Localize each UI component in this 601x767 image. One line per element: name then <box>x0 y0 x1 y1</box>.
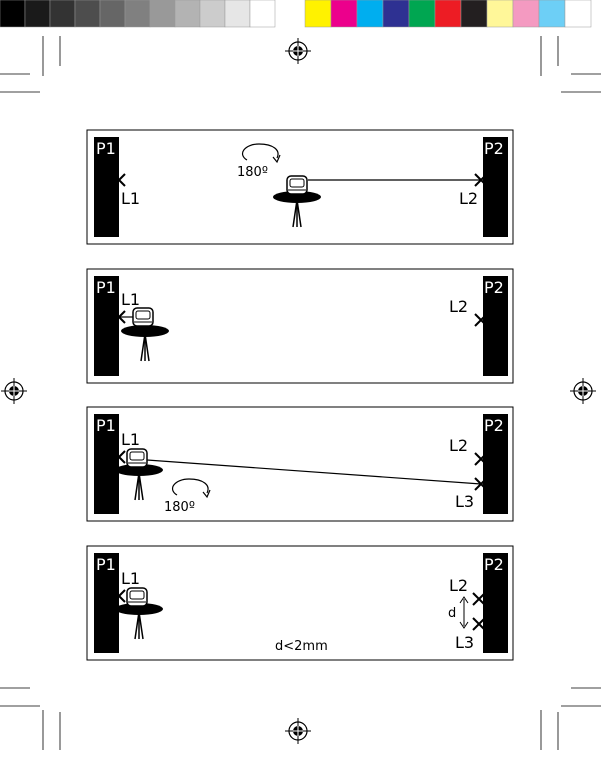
gray-swatch <box>75 0 100 27</box>
grayscale-swatches <box>0 0 275 27</box>
color-swatch <box>383 0 409 27</box>
pillar-p1-label: P1 <box>96 416 116 435</box>
color-swatch <box>539 0 565 27</box>
color-swatch <box>513 0 539 27</box>
mark-l2-label: L2 <box>449 436 468 455</box>
gray-swatch <box>125 0 150 27</box>
registration-mark-icon <box>570 378 596 404</box>
condition-label: d<2mm <box>275 639 328 654</box>
color-swatch <box>565 0 591 27</box>
panel-2: P1 P2 L1 L2 <box>87 269 513 383</box>
gray-swatch <box>200 0 225 27</box>
pillar-p2-label: P2 <box>484 139 504 158</box>
distance-label: d <box>448 606 456 621</box>
panel-3: P1 P2 L1 L2 L3 180º <box>87 407 513 521</box>
mark-l2-label: L2 <box>459 189 478 208</box>
registration-mark-icon <box>1 378 27 404</box>
color-swatch <box>461 0 487 27</box>
color-swatch <box>331 0 357 27</box>
mark-l1-label: L1 <box>121 189 140 208</box>
color-swatches <box>305 0 591 27</box>
mark-l2-label: L2 <box>449 297 468 316</box>
laser-level-icon <box>127 588 147 606</box>
gray-swatch <box>25 0 50 27</box>
gray-swatch <box>250 0 275 27</box>
rotation-label: 180º <box>164 500 195 515</box>
laser-level-icon <box>127 449 147 467</box>
mark-l3-label: L3 <box>455 492 474 511</box>
panel-4: P1 P2 L1 L2 L3 d d<2mm <box>87 546 513 660</box>
mark-l1-label: L1 <box>121 430 140 449</box>
mark-l1-label: L1 <box>121 290 140 309</box>
color-swatch <box>305 0 331 27</box>
pillar-p2-label: P2 <box>484 555 504 574</box>
mark-l2-label: L2 <box>449 576 468 595</box>
pillar-p2-label: P2 <box>484 278 504 297</box>
laser-level-icon <box>133 308 153 326</box>
mark-l1-label: L1 <box>121 569 140 588</box>
pillar-p1-label: P1 <box>96 278 116 297</box>
pillar-p1-label: P1 <box>96 555 116 574</box>
rotation-label: 180º <box>237 165 268 180</box>
gray-swatch <box>100 0 125 27</box>
registration-mark-icon <box>285 38 311 64</box>
color-swatch <box>435 0 461 27</box>
panel-1: P1 P2 L1 L2 180º <box>87 130 513 244</box>
gray-swatch <box>225 0 250 27</box>
gray-swatch <box>150 0 175 27</box>
color-swatch <box>357 0 383 27</box>
color-bar <box>0 0 591 27</box>
gray-swatch <box>50 0 75 27</box>
gray-swatch <box>0 0 25 27</box>
panel-frame <box>87 407 513 521</box>
laser-level-icon <box>287 176 307 194</box>
color-swatch <box>409 0 435 27</box>
mark-l3-label: L3 <box>455 633 474 652</box>
registration-mark-icon <box>285 718 311 744</box>
gray-swatch <box>175 0 200 27</box>
pillar-p1-label: P1 <box>96 139 116 158</box>
pillar-p2-label: P2 <box>484 416 504 435</box>
color-swatch <box>487 0 513 27</box>
